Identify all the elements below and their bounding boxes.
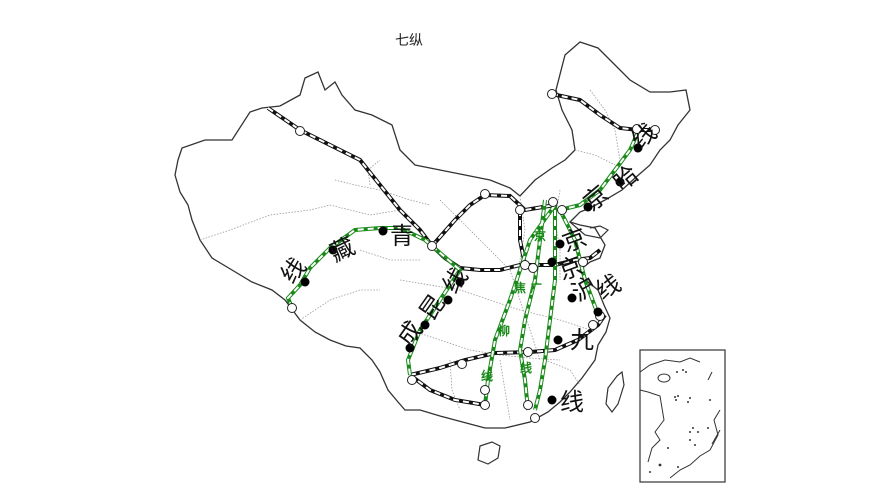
- label-guang-green: 广: [530, 280, 542, 295]
- city-nodes: [300, 143, 643, 405]
- label-jiu: 九: [570, 326, 594, 354]
- label-qingzang-zang: 藏: [326, 232, 360, 268]
- label-xian-south: 线: [560, 388, 584, 416]
- label-xian-green-2: 线: [520, 360, 532, 375]
- label-jing-green: 京: [534, 228, 546, 243]
- south-china-sea-inset: [639, 349, 726, 483]
- label-jingha-ha: 哈: [608, 160, 644, 197]
- map-title: 七纵: [395, 33, 423, 49]
- coastline-shandong: [569, 221, 610, 239]
- junction-nodes: [287, 89, 660, 423]
- taiwan-island: [605, 370, 625, 413]
- hainan-island: [477, 441, 501, 465]
- label-jinghu-xian: 线: [591, 269, 626, 305]
- label-xian-green-1: 线: [481, 368, 493, 383]
- planned-railways: [285, 131, 640, 411]
- label-liu-green: 柳: [498, 323, 510, 338]
- green-line-labels: 京 焦 广 柳 线 线: [481, 228, 546, 383]
- label-jiao-green: 焦: [513, 280, 526, 295]
- label-qingzang-qing: 青: [390, 222, 414, 250]
